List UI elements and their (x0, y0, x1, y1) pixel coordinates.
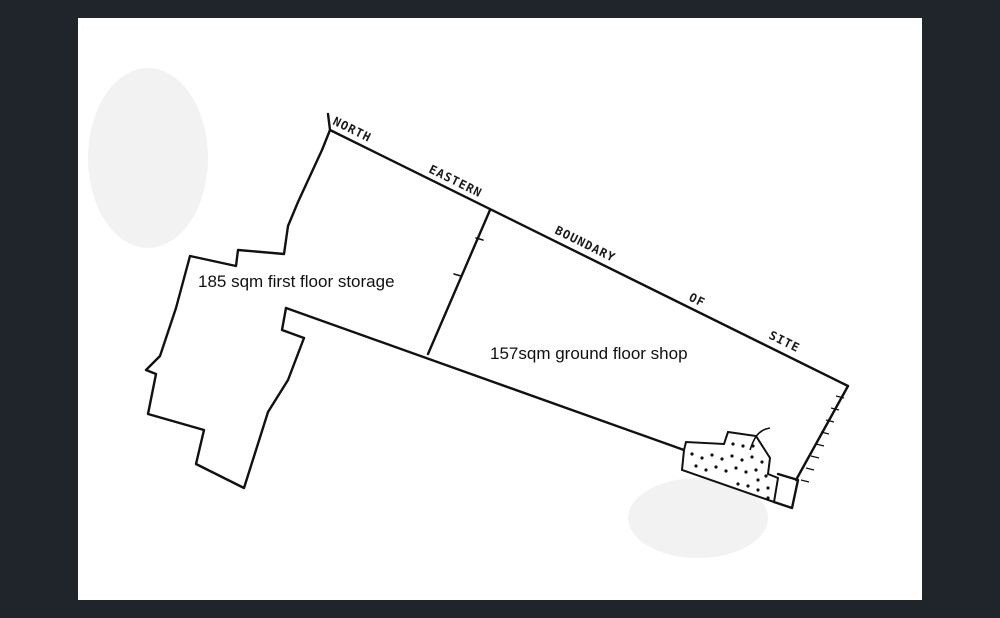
storage-step (280, 306, 306, 340)
shop-south-wall (284, 306, 686, 452)
storage-west-outline (144, 112, 332, 490)
partition-wall (426, 208, 492, 356)
partition-tick-2 (453, 273, 462, 277)
north-eastern-boundary-line (328, 128, 850, 388)
shop-area-label: 157sqm ground floor shop (490, 344, 688, 363)
east-end-wall (794, 384, 850, 482)
boundary-word-site: SITE (767, 328, 803, 355)
building-outline (144, 112, 850, 510)
boundary-word-of: OF (687, 290, 708, 310)
site-plan-drawing: NORTH EASTERN BOUNDARY OF SITE (88, 68, 850, 558)
paper-smudges (88, 68, 768, 558)
end-box (772, 472, 800, 510)
partition-tick-1 (475, 237, 484, 241)
site-plan-paper: NORTH EASTERN BOUNDARY OF SITE 185 sqm f… (78, 18, 922, 600)
storage-area-label: 185 sqm first floor storage (198, 272, 395, 291)
boundary-annotation: NORTH EASTERN BOUNDARY OF SITE (331, 114, 803, 355)
stair-feature-block (680, 427, 780, 504)
stair-dots (690, 442, 770, 500)
east-wall-hatching (800, 395, 845, 483)
stair-arrow (749, 427, 771, 451)
